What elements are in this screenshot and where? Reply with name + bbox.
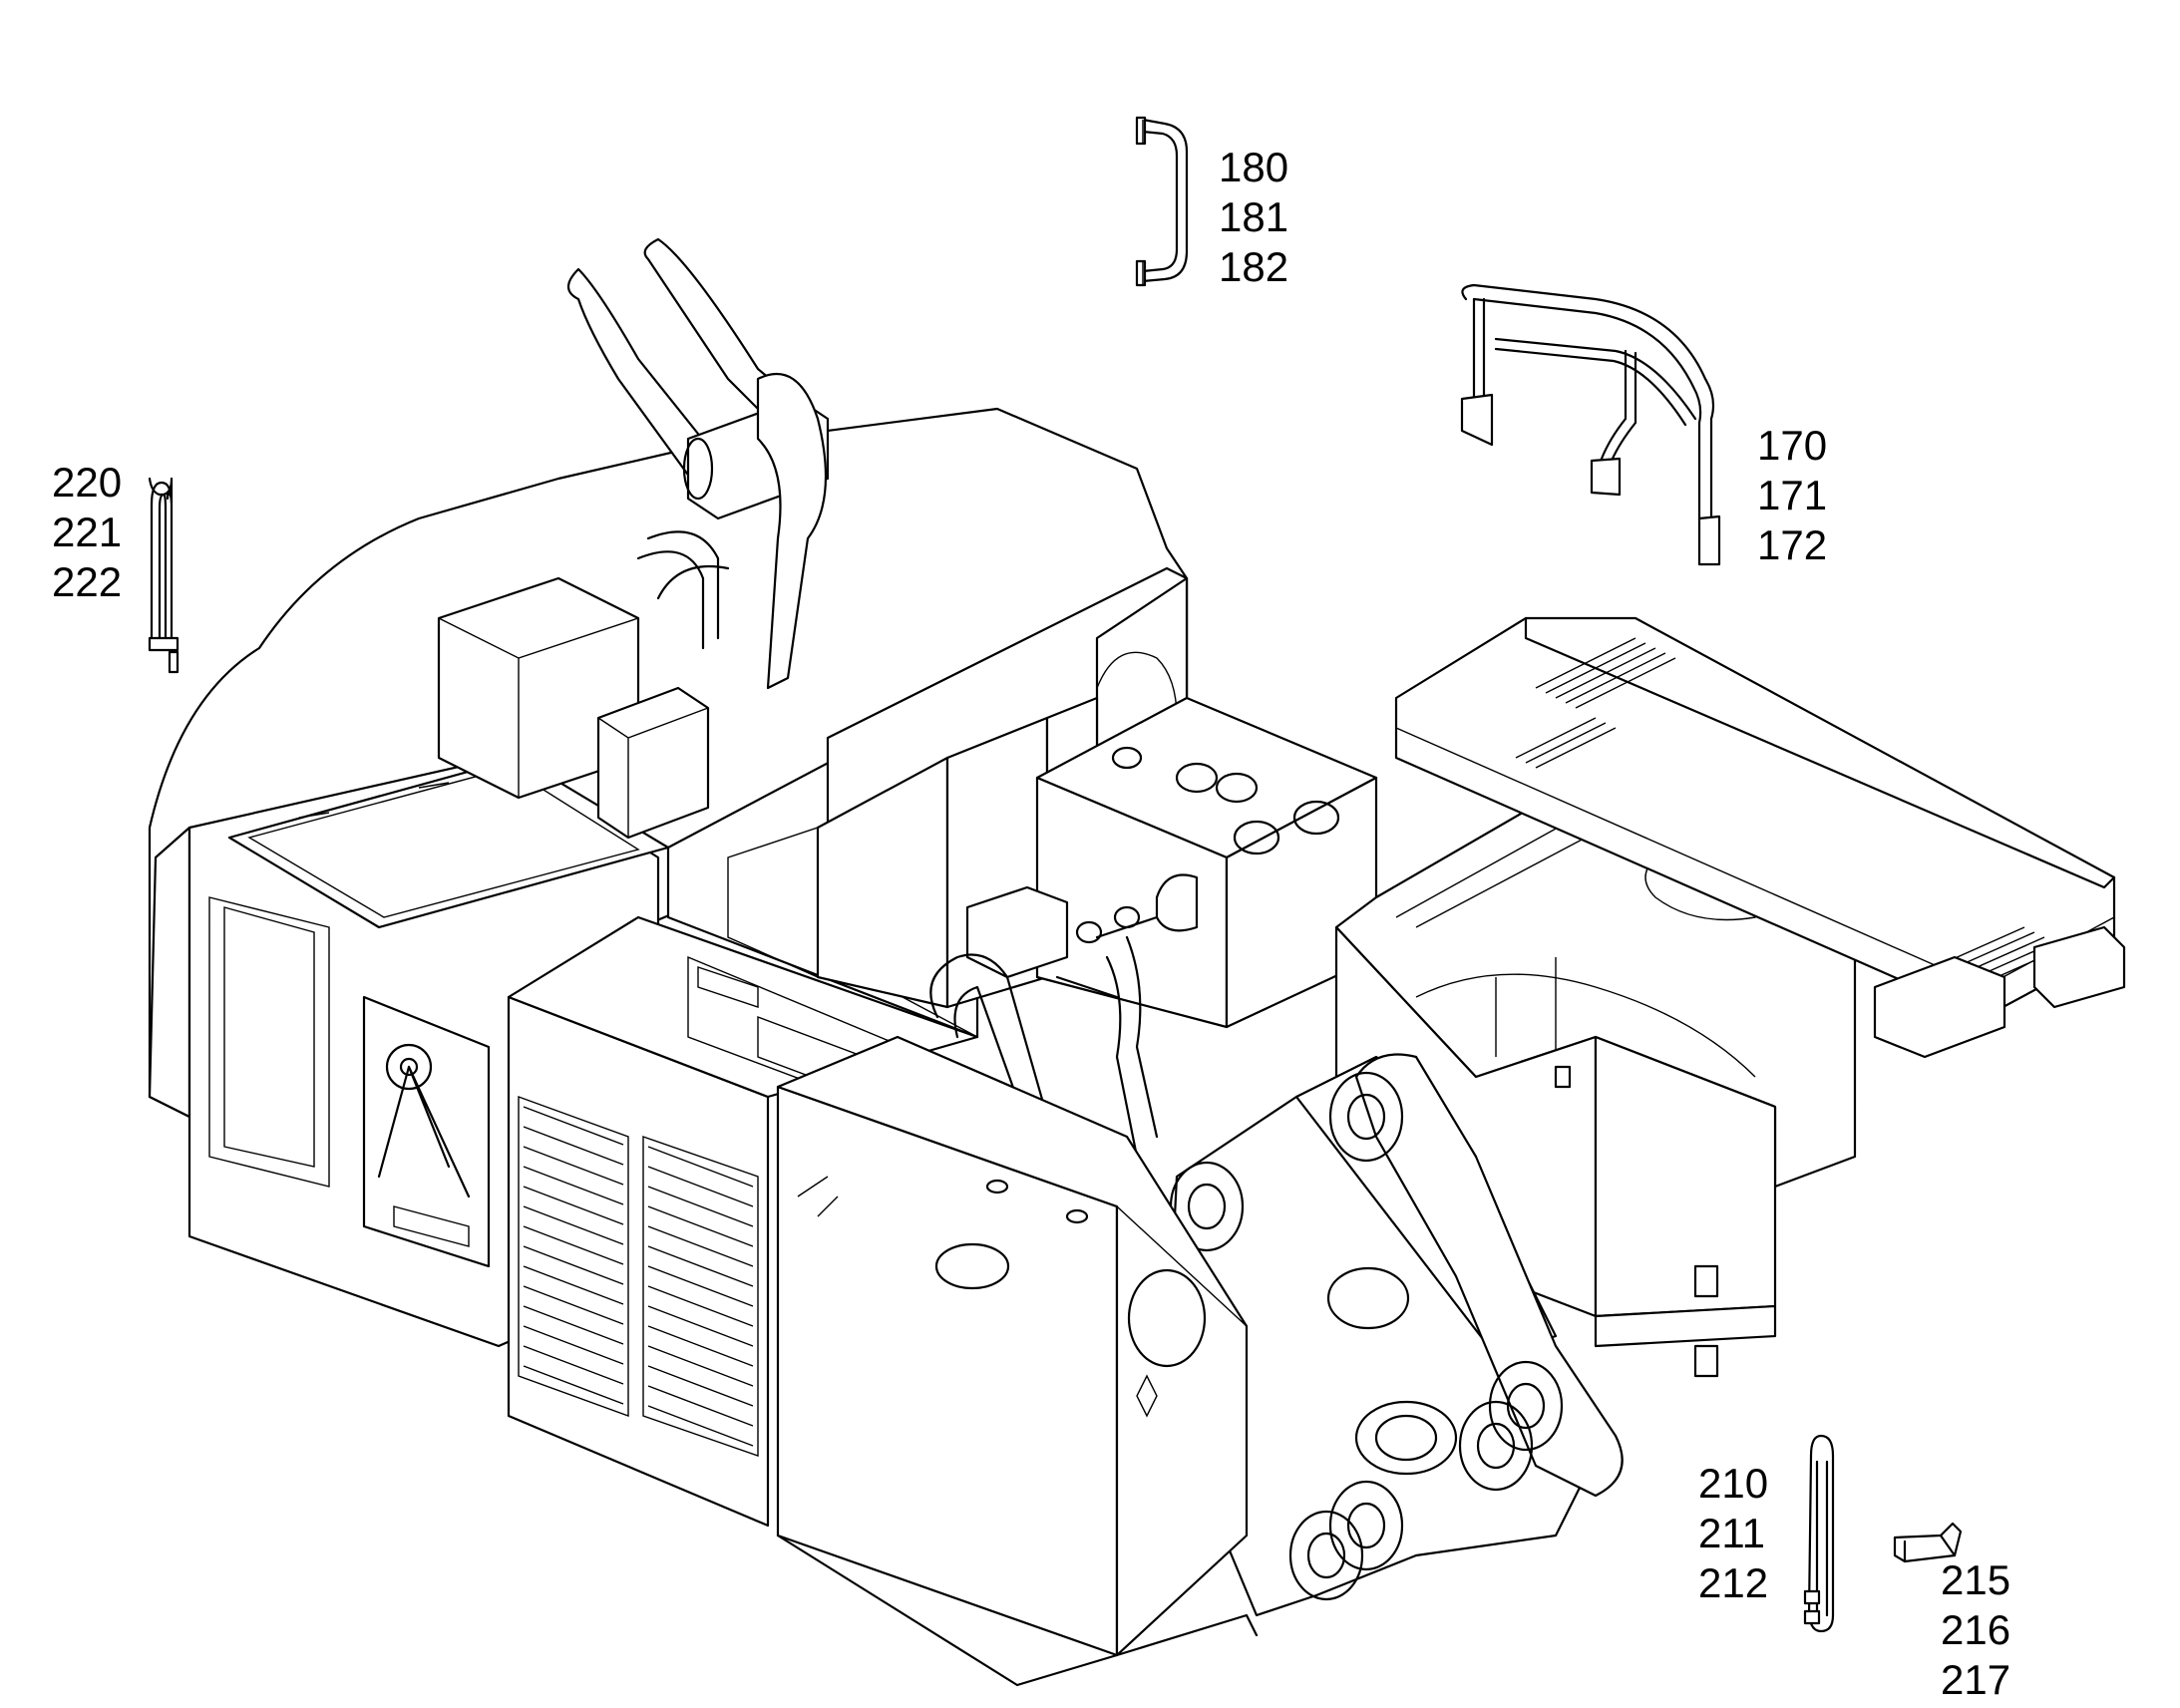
part-left-handrail	[148, 477, 180, 674]
grating-front	[1515, 637, 2065, 988]
callout-label: 217	[1941, 1656, 2011, 1703]
louvres-left	[523, 1106, 624, 1405]
callout-label: 171	[1757, 472, 1828, 518]
callout-label: 222	[52, 558, 123, 605]
callout-label: 220	[52, 459, 123, 506]
callout-step-bracket: 215 216 217	[1941, 1555, 2010, 1705]
part-step-bracket	[1893, 1522, 1963, 1563]
louvres-right	[647, 1146, 754, 1447]
callout-label: 211	[1698, 1510, 1765, 1556]
callout-label: 172	[1757, 521, 1828, 568]
callout-label: 182	[1219, 243, 1289, 290]
callout-top-handrail: 180 181 182	[1219, 143, 1288, 292]
callout-label: 210	[1698, 1460, 1769, 1507]
part-guard-rail	[1460, 283, 1721, 566]
callout-left-handrail: 220 221 222	[52, 458, 122, 607]
callout-right-handrail: 210 211 212	[1698, 1459, 1768, 1608]
callout-label: 212	[1698, 1559, 1769, 1606]
machine-body	[148, 237, 2126, 1687]
part-right-handrail	[1803, 1434, 1835, 1633]
callout-label: 215	[1941, 1556, 2011, 1603]
callout-label: 221	[52, 509, 123, 555]
callout-label: 181	[1219, 193, 1289, 240]
exhaust-stacks	[566, 237, 830, 690]
callout-guard-rail: 170 171 172	[1757, 421, 1827, 570]
callout-label: 216	[1941, 1606, 2011, 1653]
boom-foot	[1165, 1053, 1624, 1617]
part-top-handrail	[1135, 116, 1189, 287]
callout-label: 170	[1757, 422, 1828, 469]
callout-label: 180	[1219, 144, 1289, 190]
